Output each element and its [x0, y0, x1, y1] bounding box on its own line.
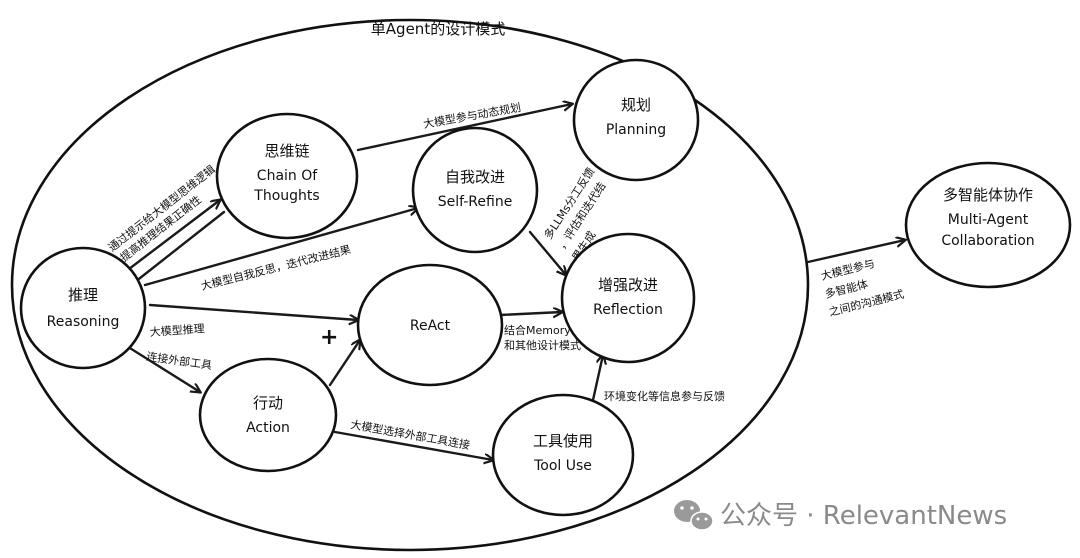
edge-cot-planning — [356, 104, 572, 152]
wechat-icon — [674, 500, 714, 531]
node-selfrefine-en: Self-Refine — [438, 194, 513, 210]
label-react-reflection-2: 和其他设计模式 — [504, 339, 581, 352]
edge-reasoning-selfrefine — [143, 208, 418, 287]
node-react-en: ReAct — [410, 318, 451, 334]
node-multiagent: 多智能体协作 Multi-Agent Collaboration — [904, 161, 1072, 289]
node-reflection-zh: 增强改进 — [598, 276, 658, 294]
edges — [123, 104, 905, 460]
node-action-zh: 行动 — [253, 394, 283, 412]
node-selfrefine: 自我改进 Self-Refine — [411, 126, 539, 254]
edge-action-react — [328, 340, 360, 387]
edge-reasoning-action — [123, 343, 200, 392]
edge-reasoning-cot-2 — [133, 210, 226, 284]
label-reasoning-selfrefine: 大模型自我反思，迭代改进结果 — [199, 242, 352, 293]
node-planning: 规划 Planning — [572, 58, 700, 182]
node-multiagent-en1: Multi-Agent — [948, 212, 1029, 228]
node-tooluse: 工具使用 Tool Use — [491, 393, 635, 517]
watermark-text: 公众号 · RelevantNews — [720, 501, 1007, 531]
label-reasoning-cot-1: 通过提示给大模型思维逻辑, — [105, 160, 220, 254]
label-react-reflection-1: 结合Memory — [504, 323, 571, 337]
edge-reasoning-cot — [123, 200, 220, 274]
node-reflection-en: Reflection — [593, 302, 663, 318]
label-action-tooluse: 大模型选择外部工具连接 — [349, 417, 471, 452]
edge-tooluse-reflection — [591, 355, 603, 402]
label-single-multi-1: 大模型参与 — [819, 256, 876, 283]
label-reasoning-action-2: 连接外部工具 — [146, 349, 213, 372]
edge-selfrefine-reflection — [528, 230, 566, 275]
node-cot-en1: Chain Of — [257, 168, 318, 184]
plus-sign: + — [320, 325, 338, 350]
node-cot: 思维链 Chain Of Thoughts — [215, 112, 359, 240]
watermark: 公众号 · RelevantNews — [674, 500, 1007, 531]
edge-react-reflection — [498, 312, 562, 315]
node-tooluse-en: Tool Use — [533, 458, 592, 474]
node-tooluse-zh: 工具使用 — [533, 432, 593, 450]
edge-reasoning-react — [148, 303, 358, 320]
node-action-en: Action — [246, 420, 290, 436]
edge-single-multiagent — [806, 240, 905, 264]
node-cot-en2: Thoughts — [253, 188, 319, 204]
node-multiagent-en2: Collaboration — [941, 233, 1034, 249]
single-agent-boundary — [10, 18, 810, 552]
node-selfrefine-zh: 自我改进 — [445, 168, 505, 186]
node-action: 行动 Action — [198, 357, 338, 473]
node-planning-zh: 规划 — [621, 96, 651, 114]
node-reasoning-zh: 推理 — [68, 286, 98, 304]
node-cot-zh: 思维链 — [264, 142, 309, 160]
diagram-title: 单Agent的设计模式 — [371, 20, 505, 38]
node-reflection: 增强改进 Reflection — [560, 232, 696, 364]
node-reasoning-en: Reasoning — [47, 314, 120, 330]
label-tooluse-reflection: 环境变化等信息参与反馈 — [604, 389, 725, 403]
node-planning-en: Planning — [606, 122, 666, 138]
edge-action-tooluse — [333, 430, 493, 460]
node-multiagent-zh: 多智能体协作 — [943, 186, 1033, 204]
label-reasoning-action-1: 大模型推理 — [149, 321, 205, 339]
node-react: ReAct — [356, 263, 504, 387]
node-reasoning: 推理 Reasoning — [19, 246, 147, 370]
